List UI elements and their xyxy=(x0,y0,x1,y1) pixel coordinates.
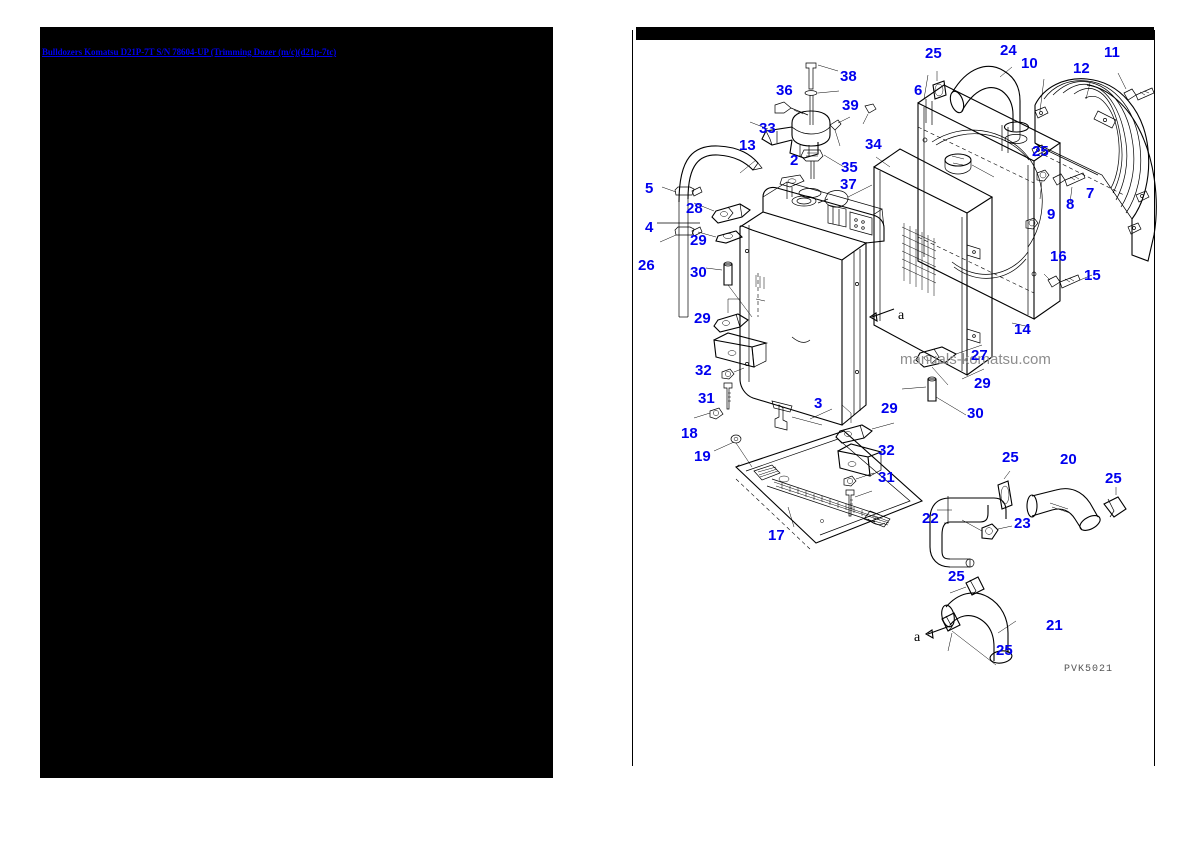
section-arrow-a: a xyxy=(868,308,905,323)
callout-14: 14 xyxy=(1014,321,1031,338)
callout-4: 4 xyxy=(645,219,654,236)
callout-25-hose20-end: 25 xyxy=(1105,470,1122,487)
callout-20: 20 xyxy=(1060,451,1077,468)
section-marker-a-bottom: a xyxy=(914,630,921,645)
callout-6: 6 xyxy=(914,82,922,99)
parts-diagram-canvas: a a manuals-komatsu.com 2 3 4 5 6 7 8 9 … xyxy=(632,27,1158,767)
callout-30-left: 30 xyxy=(690,264,707,281)
bracket-group-right-mid xyxy=(901,344,983,416)
parts-diagram-panel xyxy=(632,27,1157,767)
callout-2: 2 xyxy=(790,152,798,169)
callout-26: 26 xyxy=(638,257,655,274)
callout-25-hose21-end: 25 xyxy=(996,642,1013,659)
callout-3: 3 xyxy=(814,395,822,412)
callout-labels: 2 3 4 5 6 7 8 9 10 11 12 13 14 15 16 17 … xyxy=(638,42,1122,659)
callout-8: 8 xyxy=(1066,196,1074,213)
callout-29-right: 29 xyxy=(974,375,991,392)
callout-12: 12 xyxy=(1073,60,1090,77)
callout-17: 17 xyxy=(768,527,785,544)
fastener-group-right xyxy=(1025,72,1155,289)
radiator-guard-frame-group xyxy=(917,84,1062,320)
callout-31-center: 31 xyxy=(878,469,895,486)
hose-21-group xyxy=(941,592,1017,664)
section-marker-a-mid: a xyxy=(898,308,905,323)
callout-37: 37 xyxy=(840,176,857,193)
callout-29-center: 29 xyxy=(881,400,898,417)
bolt-23-group xyxy=(961,519,1013,540)
callout-28: 28 xyxy=(686,200,703,217)
callout-22: 22 xyxy=(922,510,939,527)
callout-24: 24 xyxy=(1000,42,1017,59)
hose-22-group xyxy=(929,496,1007,568)
filler-neck-gasket-group xyxy=(779,149,873,208)
fan-shroud-guard-group xyxy=(873,148,994,376)
callout-18: 18 xyxy=(681,425,698,442)
callout-5: 5 xyxy=(645,180,653,197)
callout-16: 16 xyxy=(1050,248,1067,265)
fan-shield-group xyxy=(1031,78,1157,262)
callout-9: 9 xyxy=(1047,206,1055,223)
callout-15: 15 xyxy=(1084,267,1101,284)
hose-20-group xyxy=(1026,488,1101,531)
callout-21: 21 xyxy=(1046,617,1063,634)
callout-19: 19 xyxy=(694,448,711,465)
callout-25-hose20: 25 xyxy=(1002,449,1019,466)
filler-cap-assembly-group xyxy=(749,62,877,159)
callout-25-hose21-top: 25 xyxy=(948,568,965,585)
callout-32-center: 32 xyxy=(878,442,895,459)
upper-hose-group xyxy=(932,65,1030,178)
callout-10: 10 xyxy=(1021,55,1038,72)
callout-35: 35 xyxy=(841,159,858,176)
leader-lines xyxy=(739,66,1091,420)
callout-11: 11 xyxy=(1104,44,1120,61)
callout-29-lower: 29 xyxy=(694,310,711,327)
diagram-top-bar xyxy=(636,27,1154,40)
bracket-stack-center xyxy=(835,404,895,517)
drawing-reference-code: PVK5021 xyxy=(1064,664,1113,675)
callout-23: 23 xyxy=(1014,515,1031,532)
callout-36: 36 xyxy=(776,82,793,99)
callout-25-upper-hose: 25 xyxy=(925,45,942,62)
callout-32-left: 32 xyxy=(695,362,712,379)
hose-clamps-lower xyxy=(924,470,1127,666)
diagram-left-border xyxy=(632,30,634,766)
diagram-right-border xyxy=(1154,30,1156,766)
callout-31-left: 31 xyxy=(698,390,715,407)
bracket-stack-left xyxy=(693,202,769,468)
document-title-link[interactable]: Bulldozers Komatsu D21P-7T S/N 78604-UP … xyxy=(42,47,337,57)
site-watermark: manuals-komatsu.com xyxy=(900,351,1051,368)
callout-34: 34 xyxy=(865,136,882,153)
radiator-core-group xyxy=(739,181,885,431)
callout-13: 13 xyxy=(739,137,756,154)
callout-25-frame: 25 xyxy=(1032,143,1049,160)
callout-30-right: 30 xyxy=(967,405,984,422)
callout-27: 27 xyxy=(971,347,988,364)
callout-7: 7 xyxy=(1086,185,1094,202)
document-preview-panel: Bulldozers Komatsu D21P-7T S/N 78604-UP … xyxy=(40,27,553,778)
callout-29-upper: 29 xyxy=(690,232,707,249)
under-guard-plate-group xyxy=(734,430,924,550)
drain-hose-group xyxy=(657,145,763,318)
callout-39: 39 xyxy=(842,97,859,114)
callout-33: 33 xyxy=(759,120,776,137)
callout-38: 38 xyxy=(840,68,857,85)
